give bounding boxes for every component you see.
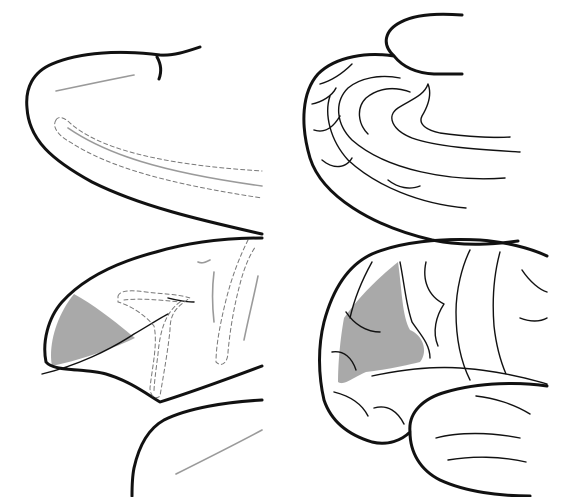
- bottom-left-outline: [43, 236, 264, 404]
- top-right-medial-sulcus-b: [358, 87, 411, 135]
- bottom-right-sulcus-j: [475, 395, 531, 415]
- bottom-right-temporal-lower: [408, 430, 532, 497]
- bottom-right-central-sulcus: [455, 249, 471, 381]
- top-right-medial-sulcus-a: [327, 95, 467, 209]
- bottom-right-panel: [318, 238, 549, 497]
- bottom-right-sulcus-d: [424, 261, 445, 347]
- top-left-inner-sulcus: [67, 127, 263, 187]
- bottom-right-temporal-lobe: [408, 382, 549, 434]
- bottom-left-dashed-sulcus-loop: [117, 290, 192, 399]
- bottom-left-light-sulcus-c: [175, 429, 263, 475]
- top-right-medial-sulcus-f: [321, 157, 353, 168]
- bottom-left-highlight-region: [50, 294, 136, 366]
- top-right-medial-sulcus-d: [311, 87, 337, 105]
- bottom-right-sulcus-c: [519, 317, 548, 322]
- bottom-left-dashed-sulcus-vertical: [215, 239, 257, 365]
- bottom-right-sulcus-h: [331, 351, 357, 371]
- bottom-left-light-sulcus-b: [243, 275, 259, 341]
- bottom-right-sulcus-a: [492, 251, 507, 375]
- top-left-outline: [25, 45, 264, 236]
- bottom-left-fissure-branch: [167, 297, 195, 303]
- top-right-medial-sulcus-c: [319, 63, 353, 85]
- bottom-right-sulcus-b: [521, 269, 548, 293]
- bottom-right-sulcus-f: [349, 261, 373, 319]
- bottom-left-lateral-fissure: [41, 313, 169, 375]
- top-left-notch: [155, 55, 163, 81]
- top-left-dashed-sulcus-inner: [54, 119, 263, 199]
- bottom-left-light-sulcus-d: [197, 259, 211, 264]
- top-right-cingulate-sulcus: [337, 75, 506, 180]
- bottom-left-light-sulcus-a: [211, 271, 215, 323]
- top-left-superior-sulcus: [55, 74, 135, 92]
- bottom-right-sulcus-i: [333, 391, 369, 417]
- bottom-right-highlight-region: [338, 262, 425, 384]
- bottom-left-panel: [41, 236, 264, 497]
- top-right-medial-sulcus-e: [313, 115, 341, 132]
- bottom-right-sulcus-m: [373, 406, 405, 425]
- top-right-cerebellum-lobe: [392, 54, 464, 76]
- bottom-right-outline: [318, 238, 549, 445]
- bottom-right-sulcus-e: [399, 261, 431, 359]
- top-right-panel: [302, 12, 521, 246]
- top-right-outline: [302, 12, 520, 246]
- bottom-right-sulcus-l: [447, 456, 527, 463]
- bottom-right-sulcus-k: [435, 432, 521, 439]
- bottom-right-sylvian-fissure: [371, 366, 548, 385]
- top-right-medial-sulcus-g: [387, 179, 421, 189]
- top-left-panel: [25, 45, 264, 236]
- top-left-dashed-sulcus-outer: [55, 117, 263, 172]
- top-right-callosal-arc: [391, 83, 521, 153]
- bottom-left-lower-lobe: [130, 398, 264, 497]
- bottom-left-dashed-sulcus-loop-inner: [123, 298, 182, 393]
- bottom-right-sulcus-g: [345, 311, 381, 333]
